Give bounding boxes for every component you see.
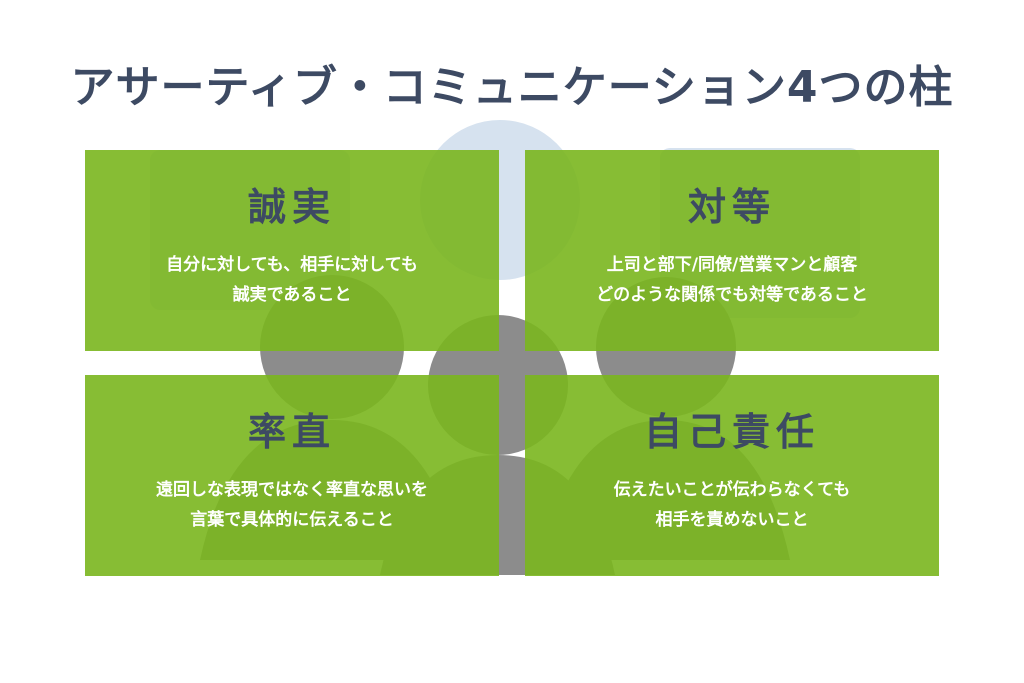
pillar-description-line: 遠回しな表現ではなく率直な思いを	[156, 480, 428, 500]
pillar-description: 自分に対しても、相手に対しても 誠実であること	[85, 250, 499, 310]
pillar-description-line: どのような関係でも対等であること	[596, 285, 868, 305]
pillar-heading: 誠実	[247, 185, 336, 229]
pillar-heading: 率直	[247, 410, 336, 454]
pillar-description-line: 言葉で具体的に伝えること	[190, 510, 394, 530]
pillar-description-line: 伝えたいことが伝わらなくても	[613, 480, 851, 500]
pillar-description: 上司と部下/同僚/営業マンと顧客 どのような関係でも対等であること	[525, 250, 939, 310]
pillar-description-line: 上司と部下/同僚/営業マンと顧客	[606, 255, 858, 275]
pillar-card-frankness: 率直 遠回しな表現ではなく率直な思いを 言葉で具体的に伝えること	[85, 375, 499, 576]
page-title: アサーティブ・コミュニケーション4つの柱	[70, 62, 954, 113]
pillar-card-equality: 対等 上司と部下/同僚/営業マンと顧客 どのような関係でも対等であること	[525, 150, 939, 351]
pillar-description: 伝えたいことが伝わらなくても 相手を責めないこと	[525, 475, 939, 535]
pillar-heading: 自己責任	[643, 410, 820, 454]
pillar-card-sincerity: 誠実 自分に対しても、相手に対しても 誠実であること	[85, 150, 499, 351]
pillar-description-line: 相手を責めないこと	[655, 510, 809, 530]
pillar-heading: 対等	[687, 185, 776, 229]
pillar-description-line: 自分に対しても、相手に対しても	[166, 255, 418, 275]
pillar-card-self-responsibility: 自己責任 伝えたいことが伝わらなくても 相手を責めないこと	[525, 375, 939, 576]
pillar-description-line: 誠実であること	[232, 285, 352, 305]
pillar-description: 遠回しな表現ではなく率直な思いを 言葉で具体的に伝えること	[85, 475, 499, 535]
